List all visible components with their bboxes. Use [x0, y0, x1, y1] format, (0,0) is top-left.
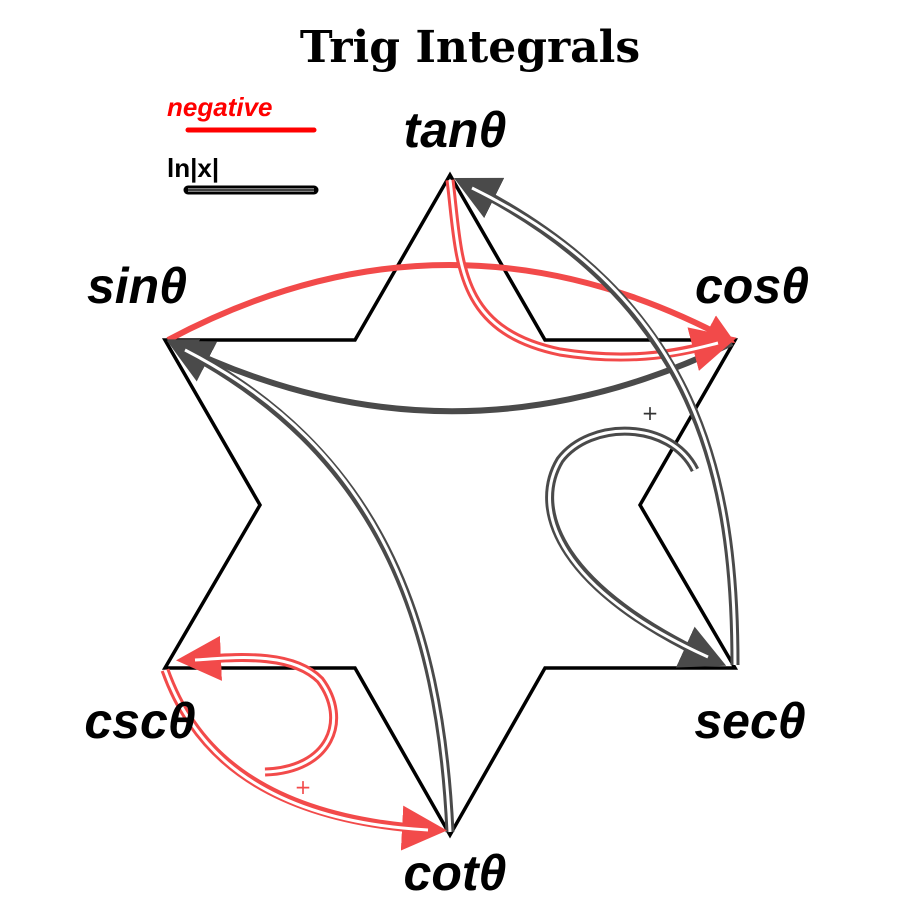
node-tan: tanθ [404, 102, 507, 158]
legend-ln-label: ln|x| [167, 153, 219, 183]
legend-negative-label: negative [167, 92, 273, 122]
node-csc: cscθ [84, 693, 195, 749]
arrow-cot-to-sin [166, 340, 455, 833]
arrow-loop-to-sec [545, 426, 727, 668]
arrow-loop-to-csc [176, 635, 339, 777]
plus-sign-csc: + [295, 775, 312, 799]
node-cos: cosθ [695, 258, 809, 314]
diagram-title: Trig Integrals [300, 22, 640, 73]
hexagram-star [161, 171, 739, 839]
arrow-csc-to-cot [160, 668, 447, 851]
node-sec: secθ [694, 693, 805, 749]
arrow-sec-to-tan [453, 177, 740, 666]
plus-sign-sec: + [642, 401, 659, 425]
arrow-cos-to-sin [166, 339, 734, 415]
node-cot: cotθ [404, 845, 507, 901]
node-sin: sinθ [87, 258, 187, 314]
arrow-tan-to-cos [445, 179, 737, 371]
arrow-sin-to-cos [166, 262, 736, 343]
